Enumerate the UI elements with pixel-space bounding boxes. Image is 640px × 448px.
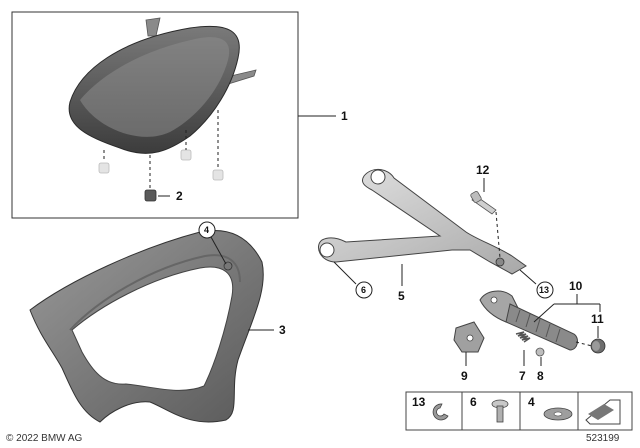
callout-9: 9 <box>461 369 468 383</box>
screw-icon <box>491 399 509 423</box>
diagram-id: 523199 <box>586 433 620 444</box>
legend-label-13: 13 <box>412 395 426 409</box>
legend-box: 13 6 4 <box>405 391 633 431</box>
footrest-peg-part <box>479 290 578 351</box>
callout-5: 5 <box>398 289 405 303</box>
callout-6: 6 <box>361 285 366 295</box>
legend-label-4: 4 <box>528 395 535 409</box>
callout-4: 4 <box>204 225 209 235</box>
callout-1: 1 <box>341 109 348 123</box>
rear-cover-part <box>29 230 264 423</box>
spring-part <box>515 331 531 343</box>
end-cap-part <box>590 338 606 354</box>
footrest-bracket-part <box>318 169 527 275</box>
callout-3: 3 <box>279 323 286 337</box>
washer-icon <box>543 407 573 421</box>
ball-part <box>535 347 545 357</box>
callout-8: 8 <box>537 369 544 383</box>
rubber-buffer-part <box>144 189 157 202</box>
copyright-text: © 2022 BMW AG <box>6 433 83 444</box>
mount-plate-part <box>453 321 485 353</box>
callout-7: 7 <box>519 369 526 383</box>
callout-11: 11 <box>591 312 604 326</box>
callout-2: 2 <box>176 189 183 203</box>
bolt-part <box>470 191 497 215</box>
callout-12: 12 <box>476 163 490 177</box>
seat-assembly-frame <box>11 11 299 219</box>
circlip-icon <box>432 403 449 421</box>
direction-arrow-icon <box>585 399 621 425</box>
seat-part <box>68 25 240 154</box>
seat-buffers <box>98 110 224 190</box>
legend-label-6: 6 <box>470 395 477 409</box>
callout-13: 13 <box>539 285 549 295</box>
seat-strap <box>145 17 161 37</box>
callout-10: 10 <box>569 279 583 293</box>
